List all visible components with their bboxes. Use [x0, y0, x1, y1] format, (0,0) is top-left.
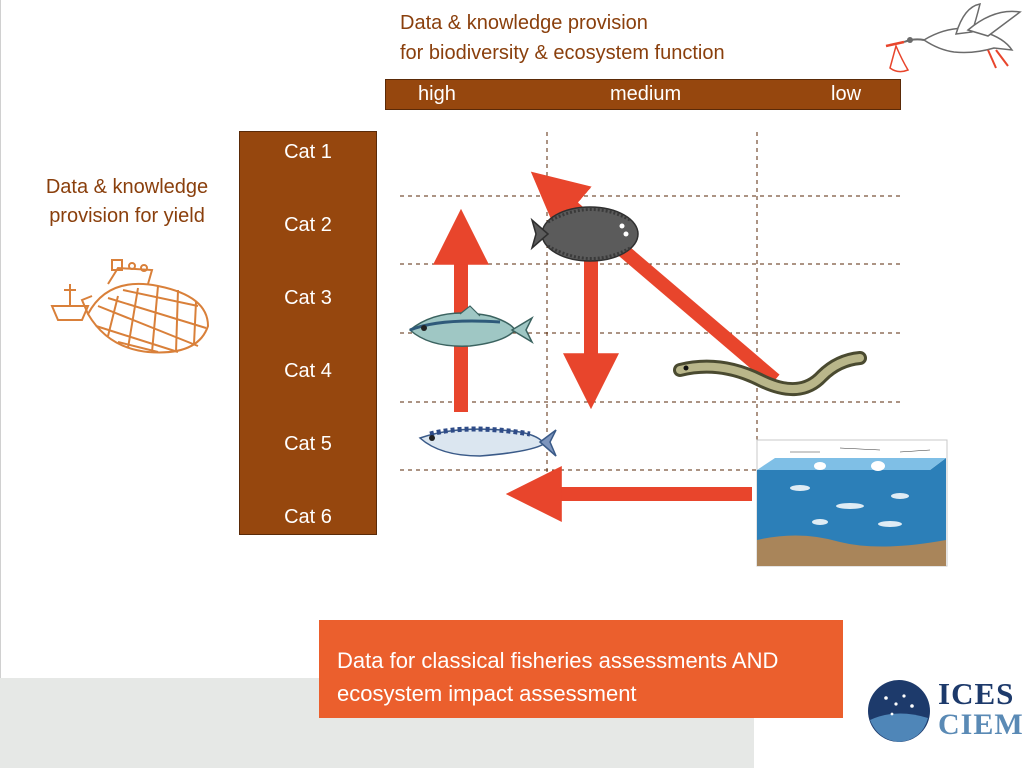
category-label: Cat 2	[284, 214, 332, 236]
conclusion-line2: ecosystem impact assessment	[337, 681, 637, 706]
fishing-net-icon	[50, 259, 210, 354]
category-label: Cat 6	[284, 506, 332, 528]
category-bar: Cat 1 Cat 2 Cat 3 Cat 4 Cat 5 Cat 6	[239, 131, 377, 535]
yield-title-line2: provision for yield	[49, 205, 205, 227]
category-label: Cat 5	[284, 433, 332, 455]
eel-icon	[673, 351, 867, 397]
category-label: Cat 4	[284, 360, 332, 382]
logo-line2: CIEM	[938, 708, 1024, 741]
assessment-grid	[400, 132, 948, 567]
stork-icon	[885, 3, 1022, 73]
biodiversity-title-line2: for biodiversity & ecosystem function	[400, 42, 725, 64]
mackerel-icon	[418, 426, 557, 457]
scale-low: low	[831, 83, 862, 105]
yield-axis-title: Data & knowledge provision for yield	[22, 173, 232, 231]
scale-medium: medium	[610, 83, 682, 105]
biodiversity-title-line1: Data & knowledge provision	[400, 12, 648, 34]
biodiversity-axis-title: Data & knowledge provision for biodivers…	[400, 8, 725, 68]
flatfish-icon	[530, 206, 639, 262]
left-rule	[0, 0, 1, 680]
yield-title-line1: Data & knowledge	[45, 176, 209, 198]
ecosystem-diagram-icon	[756, 439, 948, 567]
ices-logo-icon	[868, 680, 930, 742]
category-label: Cat 1	[284, 141, 332, 163]
biodiversity-scale-bar: high medium low	[385, 79, 901, 110]
horse-mackerel-icon	[408, 305, 534, 347]
conclusion-line1: Data for classical fisheries assessments…	[337, 648, 779, 673]
category-label: Cat 3	[284, 287, 332, 309]
conclusion-box: Data for classical fisheries assessments…	[319, 620, 843, 718]
logo-line1: ICES	[938, 676, 1015, 711]
scale-high: high	[418, 83, 456, 105]
